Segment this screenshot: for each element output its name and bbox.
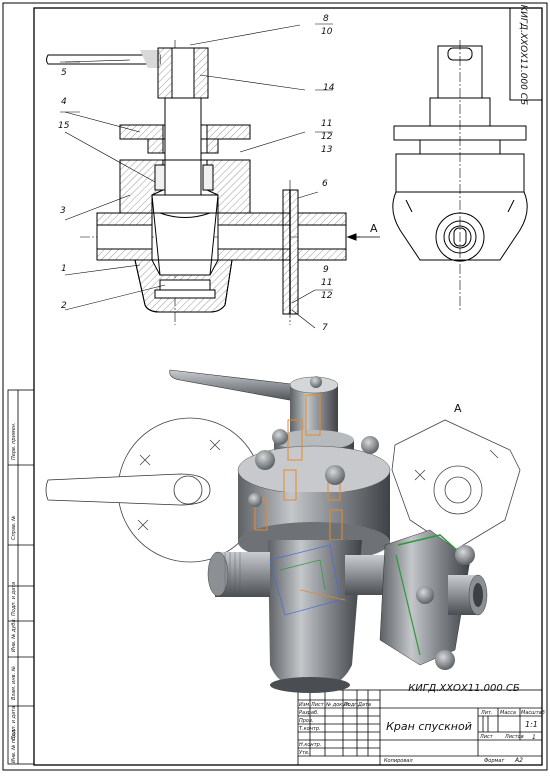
tb-col-sheet: Лист — [311, 702, 324, 708]
tb-row-checked: Пров. — [299, 718, 314, 724]
tb-sheet-label: Лист — [480, 734, 493, 740]
side-label-first-use: Перв. примен. — [11, 422, 17, 460]
tb-row-developed: Разраб. — [299, 710, 319, 716]
corner-code-box — [509, 7, 543, 101]
tb-row-tech-control: Т.контр. — [299, 726, 321, 732]
isometric-view — [45, 369, 521, 693]
callout-stack-bottom-c: 12 — [321, 291, 333, 301]
drawing-title: Кран спускной — [386, 720, 472, 733]
callout-5: 5 — [61, 68, 67, 78]
sheet-frame — [33, 7, 543, 766]
callout-3: 3 — [60, 206, 66, 216]
view-a-label: А — [454, 402, 462, 415]
tb-scale-value: 1:1 — [525, 720, 538, 729]
tb-col-change: Изм. — [299, 702, 311, 708]
title-block-document-code: КИГД.ХХОХ11.000 СБ — [408, 683, 520, 694]
callout-stack-top-a: 8 — [323, 14, 329, 24]
flange-nuts — [248, 429, 379, 507]
callout-stack-top-c: 9 — [323, 265, 329, 275]
tb-mass-label: Масса — [500, 710, 516, 716]
corner-document-code: КИГД.ХХОХ11.000 СБ — [518, 4, 528, 106]
tb-col-date: Дата — [358, 702, 371, 708]
tb-copied: Копировал — [384, 758, 413, 764]
tb-sheets-count: 1 — [532, 734, 536, 741]
tb-format-label: Формат — [484, 758, 505, 764]
callout-stack-mid-c: 11 — [321, 278, 333, 288]
left-pipe-thread — [224, 552, 241, 597]
tb-col-sign: Подп. — [344, 702, 360, 708]
side-strip — [7, 389, 35, 765]
tb-lit-label: Лит. — [481, 710, 493, 716]
callout-7: 7 — [322, 323, 328, 333]
side-label-dup-inv: Инв. № дубл. — [11, 617, 17, 652]
callout-stack-bottom-a: 10 — [321, 27, 333, 37]
title-block — [297, 689, 543, 766]
callout-6: 6 — [322, 179, 328, 189]
callout-4: 4 — [61, 97, 67, 107]
tb-format-value: A2 — [515, 757, 523, 764]
callout-stack-mid-b: 12 — [321, 132, 333, 142]
side-label-orig-inv: Инв. № подл. — [11, 728, 17, 764]
callout-stack-bottom-b: 13 — [321, 145, 333, 155]
tb-scale-label: Масштаб — [521, 710, 545, 716]
callout-stack-top-b: 11 — [321, 119, 333, 129]
tb-row-approved: Утв. — [299, 750, 310, 756]
side-label-ref-no: Справ. № — [11, 515, 17, 540]
tb-row-norm-control: Н.контр. — [299, 742, 322, 748]
side-view — [392, 40, 528, 310]
tb-col-docno: № докум. — [326, 702, 351, 708]
callout-1: 1 — [61, 264, 67, 274]
callout-2: 2 — [61, 301, 67, 311]
callout-15: 15 — [58, 121, 70, 131]
hidden-edges — [269, 544, 346, 616]
ghost-handle — [45, 473, 211, 506]
section-view — [46, 23, 380, 329]
view-arrow-label: А — [370, 222, 378, 235]
side-label-repl-inv: Взам. инв. № — [11, 666, 17, 700]
tb-sheets-label: Листов — [505, 734, 524, 740]
callout-14: 14 — [323, 83, 335, 93]
side-label-sign-date-1: Подп. и дата — [11, 581, 17, 616]
